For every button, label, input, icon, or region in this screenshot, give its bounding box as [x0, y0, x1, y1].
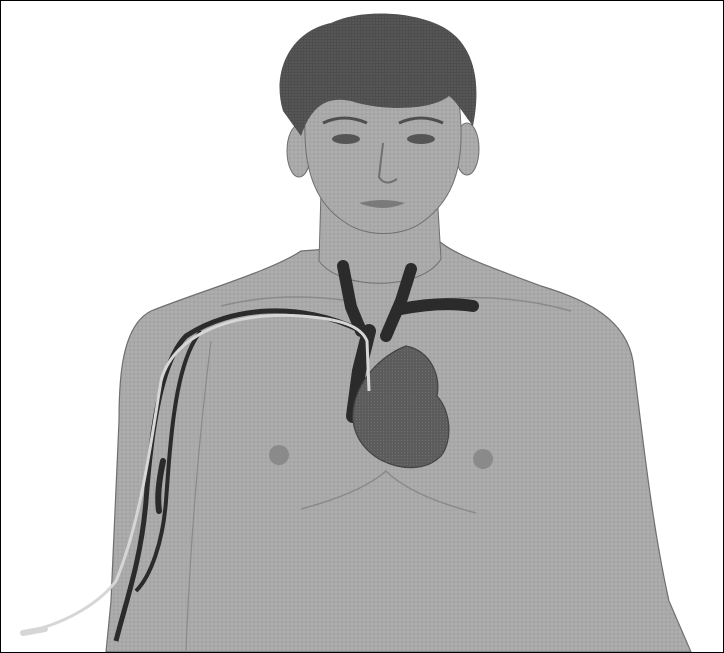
right-nipple: [473, 449, 493, 469]
left-eye: [332, 134, 360, 144]
right-eye: [407, 134, 435, 144]
left-nipple: [269, 445, 289, 465]
subclavian-vein: [401, 304, 473, 309]
catheter-hub: [23, 629, 45, 633]
